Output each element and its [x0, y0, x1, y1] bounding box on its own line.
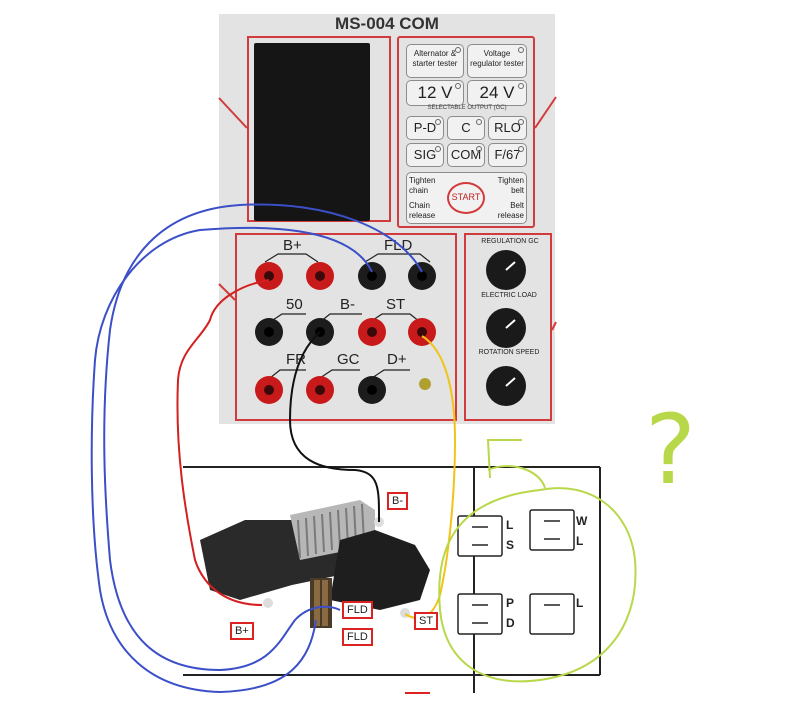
connector-diagram — [457, 509, 575, 635]
c-button[interactable]: C — [447, 116, 485, 140]
pin-p: P — [506, 596, 515, 610]
led-icon — [455, 83, 461, 89]
led-icon — [435, 146, 441, 152]
screen-frame — [247, 36, 391, 222]
voltage-regulator-tester-button[interactable]: Voltage regulator tester — [467, 44, 527, 78]
led-icon — [518, 83, 524, 89]
tighten-belt-button[interactable]: Tighten belt — [497, 176, 524, 195]
12v-button[interactable]: 12 V — [406, 80, 464, 106]
tag-fld-2: FLD — [342, 628, 373, 646]
led-icon — [455, 47, 461, 53]
rlo-label: RLO — [494, 120, 521, 135]
f67-label: F/67 — [494, 147, 521, 162]
24v-button[interactable]: 24 V — [467, 80, 527, 106]
jack-50[interactable] — [255, 318, 283, 346]
jack-fld-2[interactable] — [408, 262, 436, 290]
led-icon — [518, 146, 524, 152]
regulation-title: REGULATION GC — [481, 238, 539, 245]
start-ring — [447, 182, 485, 214]
pin-l2: L — [576, 534, 584, 548]
pin-s: S — [506, 538, 515, 552]
com-label: COM — [450, 147, 482, 162]
d-plus-label: D+ — [387, 351, 407, 368]
d-plus-bracket — [371, 369, 410, 379]
device-title: MS-004 COM — [335, 14, 439, 33]
jack-fr[interactable] — [255, 376, 283, 404]
electric-load-label: ELECTRIC LOAD — [481, 292, 537, 299]
jack-st-2[interactable] — [408, 318, 436, 346]
knob-third[interactable] — [486, 366, 526, 406]
led-icon — [435, 119, 441, 125]
tag-st: ST — [414, 612, 439, 630]
display-screen — [254, 43, 370, 221]
annotation-arrow — [486, 439, 546, 489]
gc-bracket — [319, 369, 360, 379]
pin-l1: L — [506, 518, 514, 532]
b-plus-label: B+ — [283, 237, 302, 254]
chain-release-button[interactable]: Chain release — [409, 201, 436, 220]
rlo-button[interactable]: RLO — [488, 116, 527, 140]
led-icon — [476, 119, 482, 125]
control-buttons-frame — [397, 36, 535, 228]
alt-tester-label: Alternator & starter tester — [412, 49, 458, 68]
jack-panel-frame — [235, 233, 457, 421]
selectable-output-label: SELECTABLE OUTPUT (GC) — [427, 105, 507, 111]
rotation-speed-label: ROTATION SPEED — [478, 349, 540, 356]
jack-b-plus-1[interactable] — [255, 262, 283, 290]
start-button[interactable]: START — [451, 192, 481, 202]
tag-fld-1: FLD — [342, 601, 373, 619]
b-plus-bracket — [264, 253, 319, 263]
jack-st-1[interactable] — [358, 318, 386, 346]
f67-button[interactable]: F/67 — [488, 143, 527, 167]
b-minus-label: B- — [340, 296, 355, 313]
tighten-chain-button[interactable]: Tighten chain — [409, 176, 436, 195]
st-bracket — [369, 313, 421, 323]
sig-button[interactable]: SIG — [406, 143, 444, 167]
blue-wire-1 — [103, 203, 423, 672]
red-wire — [176, 279, 270, 606]
led-icon — [518, 47, 524, 53]
regulation-frame — [464, 233, 552, 421]
24v-label: 24 V — [479, 83, 515, 102]
50-label: 50 — [286, 296, 303, 313]
st-label: ST — [386, 296, 406, 313]
black-wire — [288, 331, 381, 523]
pin-l3: L — [576, 596, 584, 610]
tag-b-minus: B- — [387, 492, 408, 510]
annotation-circle — [438, 487, 637, 683]
fr-bracket — [269, 369, 306, 379]
jack-gc[interactable] — [306, 376, 334, 404]
tag-b-plus: B+ — [230, 622, 254, 640]
fld-bracket — [364, 253, 431, 263]
pd-button[interactable]: P-D — [406, 116, 444, 140]
knob-electric-load[interactable] — [486, 250, 526, 290]
c-label: C — [461, 120, 471, 135]
sig-label: SIG — [413, 147, 437, 162]
knob-rotation-speed[interactable] — [486, 308, 526, 348]
pd-label: P-D — [413, 120, 437, 135]
jack-d-plus[interactable] — [358, 376, 386, 404]
pin-w: W — [576, 514, 588, 528]
belt-release-button[interactable]: Belt release — [497, 201, 524, 220]
jack-b-plus-2[interactable] — [306, 262, 334, 290]
blue-wire-2 — [90, 226, 373, 694]
question-mark: ? — [645, 394, 696, 506]
vr-tester-label: Voltage regulator tester — [470, 49, 524, 68]
gc-label: GC — [337, 351, 360, 368]
led-icon — [476, 146, 482, 152]
12v-label: 12 V — [417, 83, 453, 102]
voltage-regulator-image — [200, 500, 430, 628]
pin-d: D — [506, 616, 515, 630]
led-icon — [518, 119, 524, 125]
alternator-tester-button[interactable]: Alternator & starter tester — [406, 44, 464, 78]
indicator-led — [419, 378, 431, 390]
fr-label: FR — [286, 351, 306, 368]
com-button[interactable]: COM — [447, 143, 485, 167]
jack-fld-1[interactable] — [358, 262, 386, 290]
